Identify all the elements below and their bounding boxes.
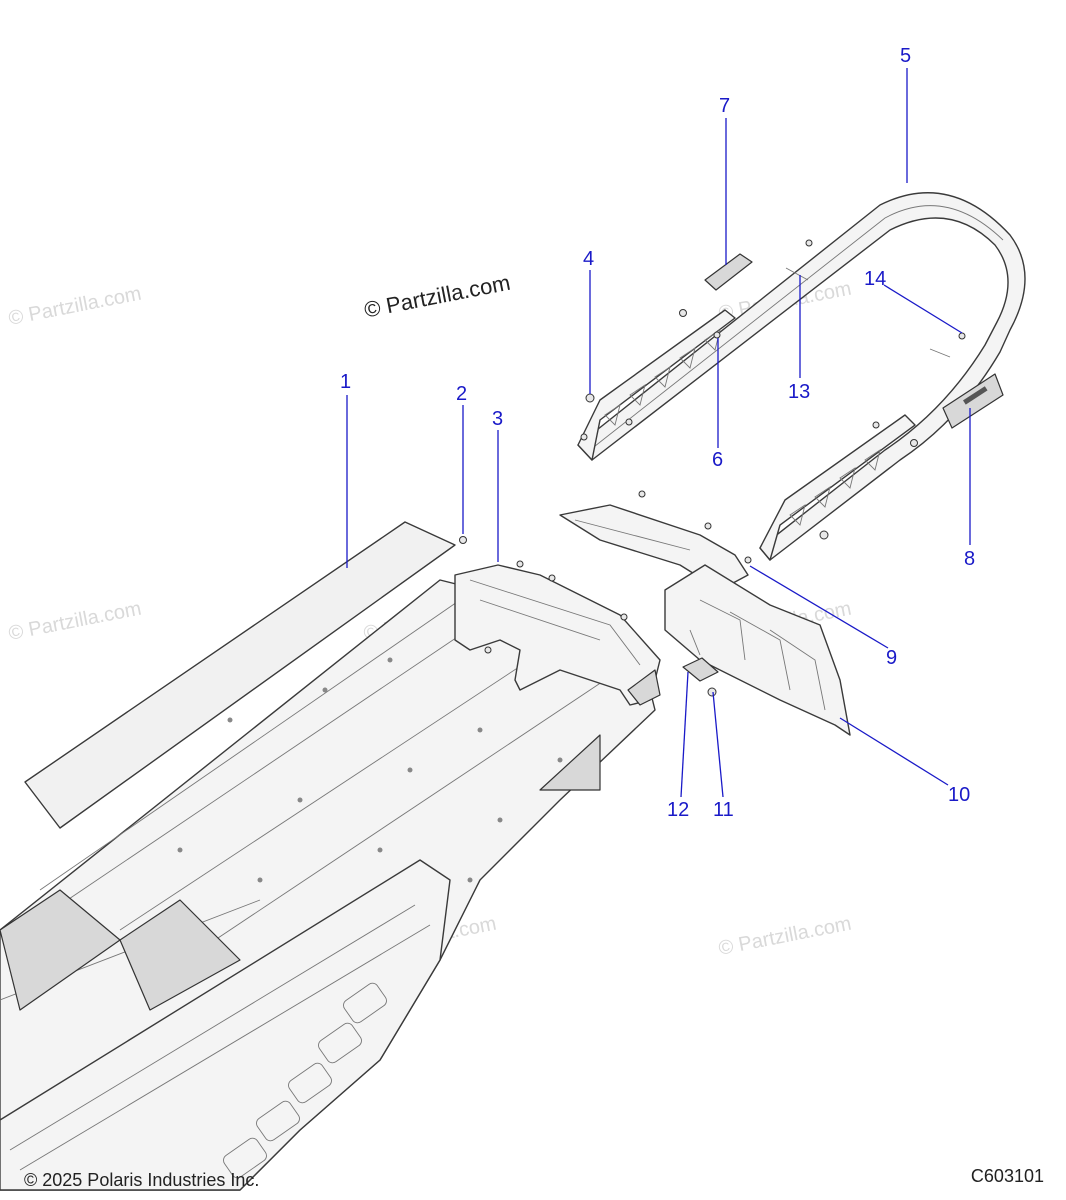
callout-2: 2 — [456, 383, 467, 405]
part-8-decal — [942, 373, 1004, 429]
tunnel — [0, 579, 656, 1191]
part-10-mudflap — [664, 564, 851, 736]
callout-12: 12 — [667, 799, 689, 821]
callouts: 1 2 3 4 5 6 7 8 9 10 11 12 13 14 — [340, 45, 975, 821]
callout-9: 9 — [886, 647, 897, 669]
copyright-text: © 2025 Polaris Industries Inc. — [24, 1170, 260, 1190]
callout-10: 10 — [948, 784, 970, 806]
part-5-grab-bar — [577, 192, 1026, 561]
callout-8: 8 — [964, 548, 975, 570]
watermark: © Partzilla.com — [717, 913, 853, 960]
callout-4: 4 — [583, 248, 594, 270]
callout-7: 7 — [719, 95, 730, 117]
watermark: © Partzilla.com — [7, 598, 143, 645]
part-1-strip — [24, 521, 456, 829]
part-3-bracket — [454, 564, 661, 706]
callout-14: 14 — [864, 268, 886, 290]
leader-lines — [346, 68, 971, 798]
callout-11: 11 — [713, 799, 734, 821]
callout-3: 3 — [492, 408, 503, 430]
callout-1: 1 — [340, 371, 351, 393]
part-7-end-cap — [704, 253, 753, 291]
diagram-code: C603101 — [970, 1166, 1044, 1186]
watermark: © Partzilla.com — [7, 283, 143, 330]
callout-5: 5 — [900, 45, 911, 67]
callout-13: 13 — [788, 381, 810, 403]
part-12-plate — [682, 657, 719, 682]
callout-6: 6 — [712, 449, 723, 471]
